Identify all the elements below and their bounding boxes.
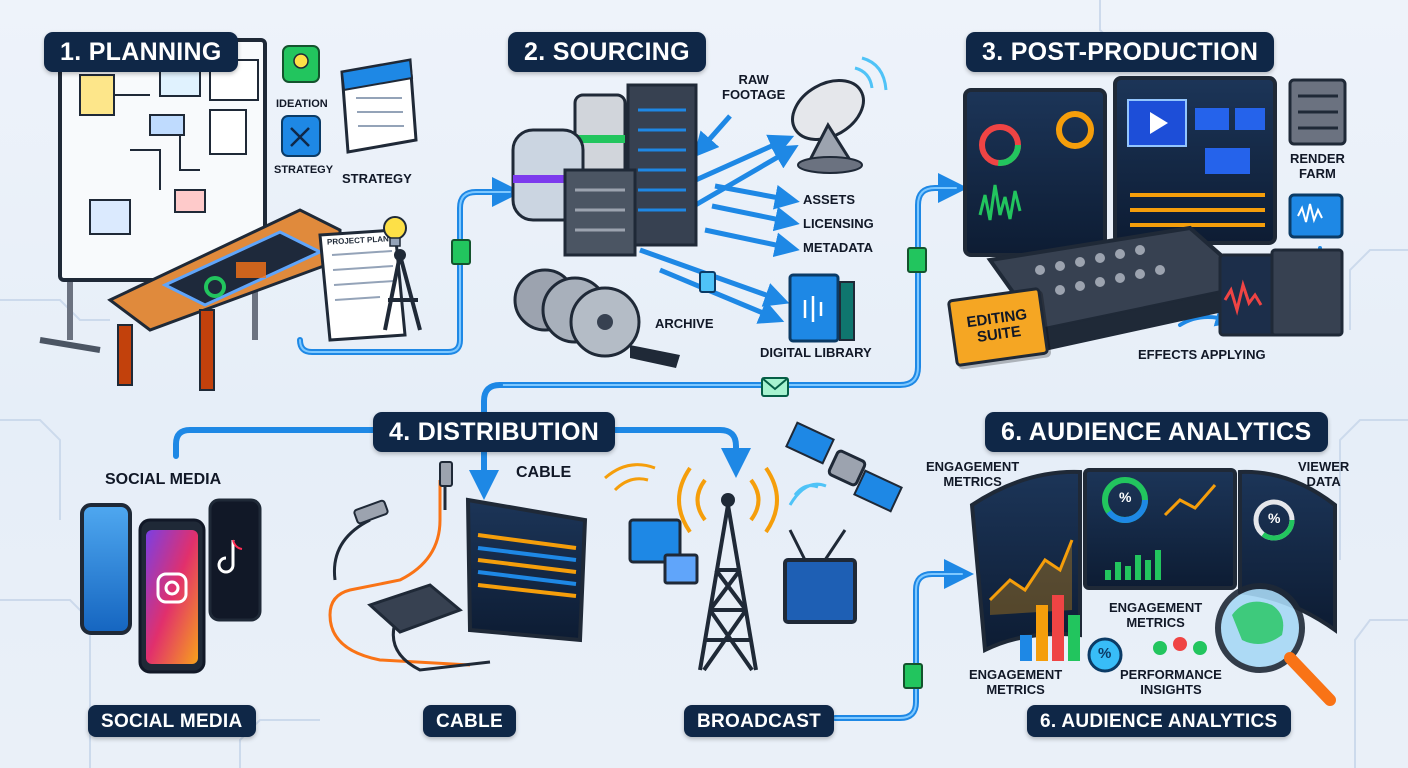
digital-library-book [788, 273, 855, 343]
pct-icon-badge: % [1098, 645, 1112, 662]
server-racks [511, 83, 698, 257]
effects-panels [1218, 193, 1344, 337]
pill-analytics-bottom: 6. AUDIENCE ANALYTICS [1027, 705, 1291, 737]
editing-suite-badge: EDITING SUITE [946, 286, 1050, 368]
viewer-data-line2: DATA [1306, 473, 1341, 489]
engagement-low-line2: METRICS [986, 681, 1045, 697]
label-licensing: LICENSING [803, 216, 874, 231]
editing-monitors [963, 76, 1277, 257]
pill-social-media: SOCIAL MEDIA [88, 705, 256, 737]
smartphones [80, 498, 262, 674]
pct-icon-screen: % [1119, 489, 1132, 505]
planning-whiteboard [39, 38, 267, 353]
pill-cable: CABLE [423, 705, 516, 737]
film-reels [513, 268, 680, 368]
label-render-farm: RENDER FARM [1290, 151, 1345, 181]
ideation-strategy-icons [281, 45, 418, 157]
satellite-dish [791, 56, 888, 174]
engagement-mid-line2: METRICS [1126, 614, 1185, 630]
render-farm-line1: RENDER [1290, 151, 1345, 166]
performance-line1: PERFORMANCE [1120, 667, 1222, 682]
viewer-data-line1: VIEWER [1298, 459, 1350, 474]
raw-footage-line2: FOOTAGE [722, 86, 786, 102]
label-archive: ARCHIVE [655, 316, 714, 331]
document-icons [451, 239, 927, 689]
planning-desk [107, 208, 342, 391]
stage-title-post-production: 3. POST-PRODUCTION [966, 32, 1275, 72]
stage-title-planning: 1. PLANNING [44, 32, 238, 72]
engagement-top-line2: METRICS [943, 473, 1002, 489]
engagement-top-line1: ENGAGEMENT [926, 459, 1020, 474]
raw-footage-line1: RAW [738, 72, 769, 87]
label-metadata: METADATA [803, 240, 874, 255]
render-farm-servers [1288, 78, 1347, 146]
engagement-mid-line1: ENGAGEMENT [1109, 600, 1203, 615]
engagement-low-line1: ENGAGEMENT [969, 667, 1063, 682]
pct-icon-viewer: % [1268, 510, 1281, 526]
label-performance-insights: PERFORMANCE INSIGHTS [1120, 667, 1222, 697]
label-social-media: SOCIAL MEDIA [105, 471, 222, 488]
flow-lines [173, 173, 1330, 721]
label-cable: CABLE [516, 464, 572, 481]
stage-title-sourcing: 2. SOURCING [508, 32, 706, 72]
label-ideation: IDEATION [276, 98, 328, 110]
stage-title-distribution: 4. DISTRIBUTION [373, 412, 616, 452]
label-effects: EFFECTS APPLYING [1138, 347, 1266, 362]
label-engagement-low: ENGAGEMENT METRICS [969, 667, 1063, 697]
project-plan-sheet [318, 216, 422, 342]
broadcast-tower [604, 463, 857, 672]
label-viewer-data: VIEWER DATA [1298, 459, 1350, 489]
label-strategy-small: STRATEGY [274, 164, 334, 176]
label-assets: ASSETS [803, 192, 856, 207]
satellite [785, 421, 903, 513]
label-strategy: STRATEGY [342, 171, 412, 186]
pill-broadcast: BROADCAST [684, 705, 835, 737]
cable-setup [328, 461, 588, 672]
label-raw-footage: RAW FOOTAGE [722, 72, 786, 102]
mixing-console [986, 225, 1260, 352]
stage-title-analytics: 6. AUDIENCE ANALYTICS [985, 412, 1328, 452]
label-digital-library: DIGITAL LIBRARY [760, 345, 872, 360]
performance-line2: INSIGHTS [1140, 681, 1202, 697]
label-engagement-top: ENGAGEMENT METRICS [926, 459, 1020, 489]
render-farm-line2: FARM [1299, 165, 1336, 181]
analytics-screens [969, 468, 1337, 706]
label-engagement-mid: ENGAGEMENT METRICS [1109, 600, 1203, 630]
